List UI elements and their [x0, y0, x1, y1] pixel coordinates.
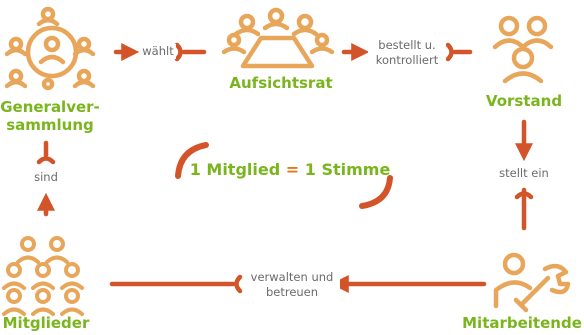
- board-table-icon: [221, 7, 335, 69]
- edge-label-waehlt: wählt: [140, 44, 176, 59]
- arrow-bestellt: [341, 42, 473, 62]
- node-label-aufsichtsrat: Aufsichtsrat: [229, 74, 333, 92]
- motto-right: 1 Stimme: [304, 160, 391, 179]
- generalversammlung-line2: sammlung: [6, 116, 94, 134]
- arrow-stellt-ein: [514, 119, 534, 231]
- arrow-verwalten: [109, 274, 487, 294]
- executive-group-icon: [492, 15, 554, 84]
- motto-equals: =: [285, 160, 300, 179]
- member-group-icon: [2, 236, 84, 316]
- verwalten-line2: betreuen: [265, 285, 319, 299]
- bestellt-line2: kontrolliert: [375, 53, 439, 67]
- edge-label-stellt-ein: stellt ein: [490, 166, 558, 181]
- arrow-waehlt: [113, 42, 207, 62]
- node-label-mitglieder: Mitglieder: [2, 314, 90, 332]
- edge-label-verwalten: verwalten und betreuen: [244, 270, 340, 300]
- generalversammlung-line1: Generalver-: [0, 98, 100, 116]
- worker-wrench-icon: [493, 252, 571, 313]
- node-label-vorstand: Vorstand: [485, 92, 563, 110]
- edge-label-bestellt: bestellt u. kontrolliert: [368, 38, 446, 68]
- node-label-mitarbeitende: Mitarbeitende: [462, 314, 582, 332]
- motto-left: 1 Mitglied: [189, 160, 281, 179]
- node-label-generalversammlung: Generalver- sammlung: [0, 98, 100, 134]
- motto-arc-left: [175, 142, 209, 179]
- verwalten-line1: verwalten und: [250, 270, 334, 284]
- motto-one-member-one-vote: 1 Mitglied = 1 Stimme: [170, 160, 410, 180]
- assembly-icon: [4, 6, 96, 91]
- edge-label-sind: sind: [24, 170, 68, 185]
- motto-arc-right: [359, 175, 393, 209]
- arrow-sind: [36, 140, 56, 217]
- bestellt-line1: bestellt u.: [378, 38, 436, 52]
